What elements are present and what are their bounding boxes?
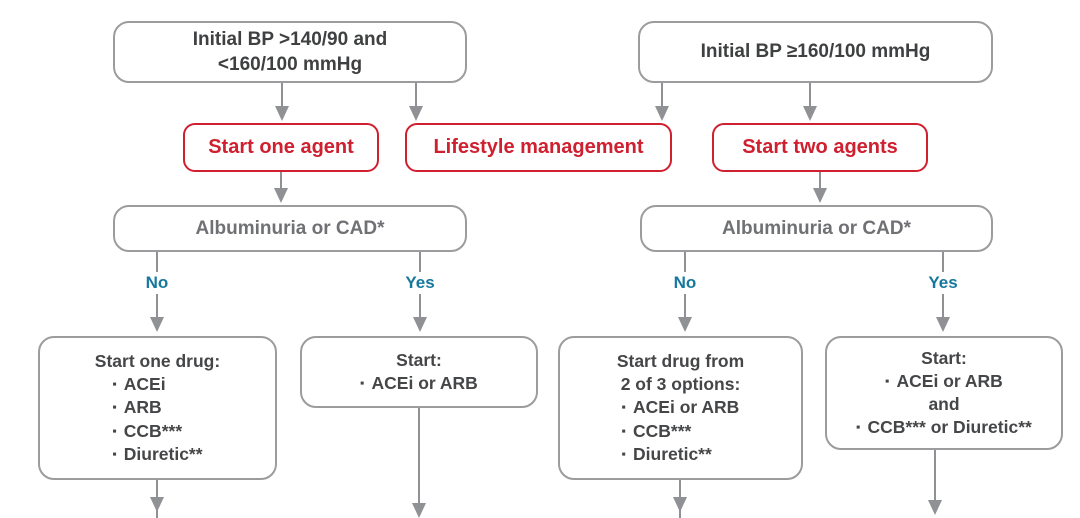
- square-bullet-icon: ▪: [621, 446, 627, 461]
- node-text-line: Albuminuria or CAD*: [722, 217, 911, 239]
- connector-line: [281, 83, 283, 108]
- node-start-acei-or-arb: Start: ▪ ACEi or ARB: [300, 336, 538, 408]
- connector-line: [934, 450, 936, 512]
- drug-option: ▪ CCB*** or Diuretic**: [856, 416, 1032, 439]
- connector-line: [661, 83, 663, 108]
- drug-option-label: ARB: [123, 397, 162, 418]
- node-heading: Start:: [396, 349, 442, 370]
- node-heading: Start one drug:: [94, 351, 221, 372]
- arrowhead-down-icon: [936, 317, 950, 332]
- arrowhead-down-icon: [678, 317, 692, 332]
- node-text-line: Albuminuria or CAD*: [195, 217, 385, 239]
- square-bullet-icon: ▪: [112, 400, 117, 415]
- node-text-line: <160/100 mmHg: [217, 54, 363, 75]
- drug-option-label: Diuretic**: [123, 443, 203, 464]
- node-lifestyle-management: Lifestyle management: [405, 123, 672, 172]
- node-heading: 2 of 3 options:: [620, 374, 741, 395]
- arrowhead-down-icon: [673, 497, 687, 512]
- node-start-two-agents: Start two agents: [712, 123, 928, 172]
- drug-option: ▪ ACEi or ARB: [885, 370, 1003, 393]
- square-bullet-icon: ▪: [621, 423, 627, 438]
- arrowhead-down-icon: [655, 106, 669, 121]
- node-albuminuria-cad-left: Albuminuria or CAD*: [113, 205, 467, 252]
- node-start-one-drug: Start one drug: ▪ ACEi ▪ ARB ▪ CCB*** ▪ Diur…: [38, 336, 277, 480]
- connector-line: [415, 83, 417, 108]
- node-text-line: Lifestyle management: [433, 136, 644, 159]
- drug-option: ▪ CCB***: [112, 420, 202, 443]
- square-bullet-icon: ▪: [112, 423, 117, 438]
- drug-option: ▪ ACEi or ARB: [622, 396, 740, 419]
- arrowhead-down-icon: [274, 188, 288, 203]
- arrowhead-down-icon: [275, 106, 289, 121]
- arrowhead-down-icon: [409, 106, 423, 121]
- square-bullet-icon: ▪: [621, 400, 627, 415]
- drug-option: ▪ ARB: [112, 396, 202, 419]
- node-start-two-of-three: Start drug from 2 of 3 options: ▪ ACEi or…: [558, 336, 803, 480]
- node-text-line: Initial BP >140/90 and: [192, 28, 388, 50]
- arrowhead-down-icon: [803, 106, 817, 121]
- edge-label-no: No: [127, 272, 187, 294]
- node-initial-bp-moderate: Initial BP >140/90 and <160/100 mmHg: [113, 21, 467, 83]
- drug-option-label: CCB***: [123, 420, 183, 441]
- node-start-combo: Start: ▪ ACEi or ARB and ▪ CCB*** or Diure…: [825, 336, 1063, 450]
- drug-option: ▪ ACEi or ARB: [360, 372, 478, 395]
- drug-option: ▪ ACEi: [112, 373, 202, 396]
- connector-line: [418, 408, 420, 510]
- arrowhead-down-icon: [412, 503, 426, 518]
- edge-label-yes: Yes: [390, 272, 450, 294]
- drug-option-label: ACEi: [123, 374, 166, 395]
- node-heading: Start:: [921, 347, 967, 368]
- arrowhead-down-icon: [150, 497, 164, 512]
- drug-option-label: CCB***: [633, 420, 692, 441]
- drug-option-label: CCB*** or Diuretic**: [867, 417, 1032, 438]
- square-bullet-icon: ▪: [856, 420, 861, 435]
- drug-option-label: Diuretic**: [633, 443, 712, 464]
- arrowhead-down-icon: [928, 500, 942, 515]
- conjunction-text: and: [928, 394, 960, 414]
- arrowhead-down-icon: [413, 317, 427, 332]
- node-start-one-agent: Start one agent: [183, 123, 379, 172]
- drug-option-label: ACEi or ARB: [896, 370, 1003, 391]
- drug-option: ▪ Diuretic**: [622, 443, 740, 466]
- node-albuminuria-cad-right: Albuminuria or CAD*: [640, 205, 993, 252]
- square-bullet-icon: ▪: [360, 376, 365, 390]
- node-heading: Start drug from: [616, 351, 745, 372]
- drug-option: ▪ CCB***: [622, 420, 740, 443]
- square-bullet-icon: ▪: [112, 446, 117, 461]
- connector-line: [809, 83, 811, 108]
- node-text-line: Start one agent: [208, 136, 354, 159]
- arrowhead-down-icon: [150, 317, 164, 332]
- drug-option-label: ACEi or ARB: [633, 397, 740, 418]
- node-text-line: Initial BP ≥160/100 mmHg: [700, 41, 931, 63]
- edge-label-no: No: [655, 272, 715, 294]
- arrowhead-down-icon: [813, 188, 827, 203]
- drug-option-label: ACEi or ARB: [371, 373, 478, 393]
- square-bullet-icon: ▪: [885, 373, 890, 388]
- drug-option: ▪ Diuretic**: [112, 443, 202, 466]
- edge-label-yes: Yes: [913, 272, 973, 294]
- node-text-line: Start two agents: [742, 136, 898, 159]
- connector-line: [280, 172, 282, 190]
- node-initial-bp-severe: Initial BP ≥160/100 mmHg: [638, 21, 993, 83]
- square-bullet-icon: ▪: [112, 377, 117, 392]
- connector-line: [819, 172, 821, 190]
